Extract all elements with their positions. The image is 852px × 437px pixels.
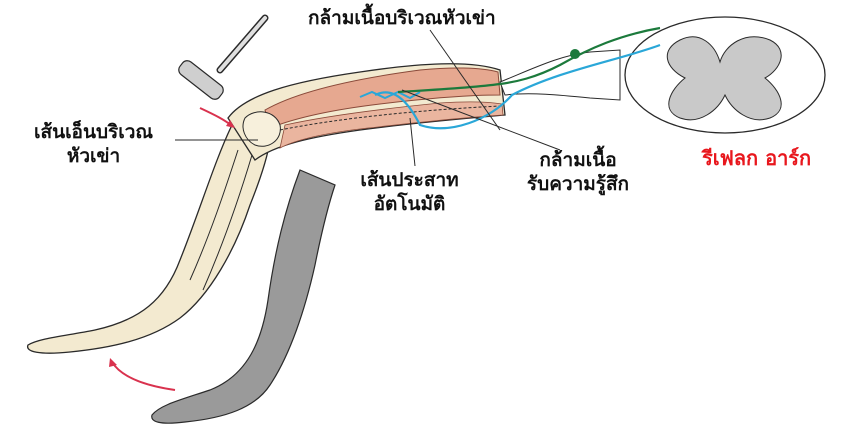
ganglion [570,49,580,59]
pointer-motor-nerve [410,118,415,166]
label-knee-tendon-line2: หัวเข่า [6,144,181,168]
label-motor-nerve: เส้นประสาท อัตโนมัติ [342,168,477,216]
label-knee-tendon: เส้นเอ็นบริเวณ หัวเข่า [6,120,181,168]
label-reflex-arc: รีเฟลก อาร์ก [702,146,811,170]
spinal-cord-cross-section-icon [625,17,825,133]
hammer-swing-arrow [200,108,232,126]
label-knee-tendon-line1: เส้นเอ็นบริเวณ [6,120,181,144]
label-muscle-receptor-line2: รับความรู้สึก [508,172,648,196]
reflex-hammer-icon [176,18,265,102]
label-knee-muscle: กล้ามเนื้อบริเวณหัวเข่า [308,6,496,30]
leg-kick-arrow [112,362,175,390]
label-motor-nerve-line2: อัตโนมัติ [342,192,477,216]
label-motor-nerve-line1: เส้นประสาท [342,168,477,192]
label-muscle-receptor-line1: กล้ามเนื้อ [508,148,648,172]
label-muscle-receptor: กล้ามเนื้อ รับความรู้สึก [508,148,648,196]
